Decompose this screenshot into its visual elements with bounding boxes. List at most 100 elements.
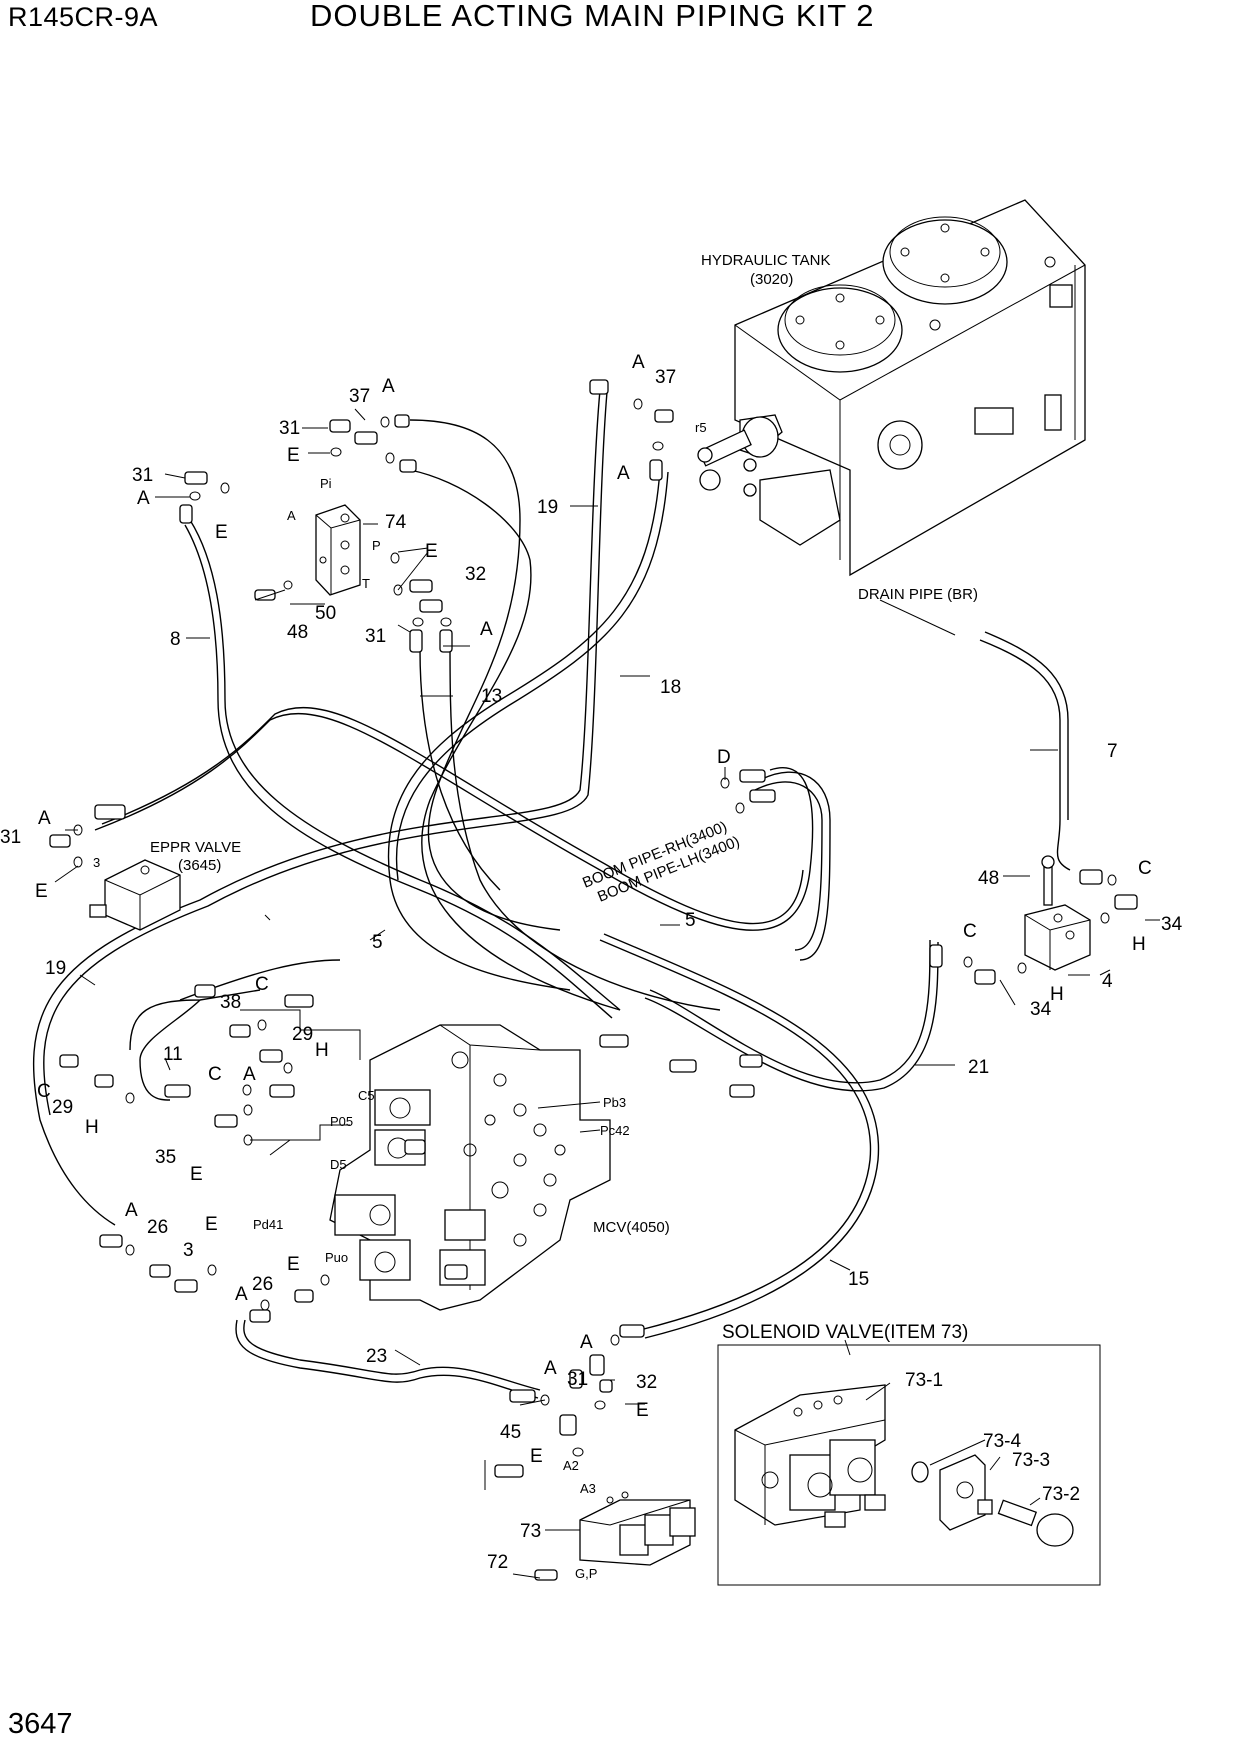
mcv-label: MCV(4050) xyxy=(593,1219,670,1236)
callout-e: E xyxy=(287,445,300,466)
callout-31: 31 xyxy=(279,418,300,439)
port-a: A xyxy=(287,508,296,523)
port-c5: C5 xyxy=(358,1088,375,1103)
callout-c: C xyxy=(963,921,977,942)
tank-label: HYDRAULIC TANK xyxy=(701,252,830,269)
callout-c: C xyxy=(37,1081,51,1102)
main-control-valve: MCV(4050) C5 P05 D5 Pb3 Pc42 Pd41 Puo xyxy=(253,1024,670,1311)
callout-h: H xyxy=(85,1117,99,1138)
callout-c: C xyxy=(208,1064,222,1085)
callout-21: 21 xyxy=(968,1057,989,1078)
callout-7: 7 xyxy=(1107,741,1118,762)
port-pd41: Pd41 xyxy=(253,1217,283,1232)
callout-73-3: 73-3 xyxy=(1012,1450,1050,1471)
callout-29: 29 xyxy=(292,1024,313,1045)
page-number: 3647 xyxy=(8,1708,73,1740)
fittings xyxy=(49,379,1138,1581)
tank-adapter: r5 xyxy=(695,420,757,497)
callout-a: A xyxy=(125,1200,138,1221)
callout-4: 4 xyxy=(1102,971,1113,992)
valve-block-4 xyxy=(1024,855,1091,971)
port-a3: A3 xyxy=(580,1481,596,1496)
callout-48: 48 xyxy=(978,868,999,889)
eppr-code: (3645) xyxy=(178,857,221,874)
model-number: R145CR-9A xyxy=(8,2,159,32)
callout-31: 31 xyxy=(0,827,21,848)
page-title: DOUBLE ACTING MAIN PIPING KIT 2 xyxy=(310,0,875,33)
callout-c: C xyxy=(1138,858,1152,879)
solenoid-valve-73: A2 A3 G,P xyxy=(563,1458,696,1581)
eppr-valve: EPPR VALVE (3645) 3 xyxy=(89,839,241,931)
callout-73-2: 73-2 xyxy=(1042,1484,1080,1505)
callout-a: A xyxy=(243,1064,256,1085)
callout-19: 19 xyxy=(537,497,558,518)
tank-code: (3020) xyxy=(750,271,793,288)
port-d5: D5 xyxy=(330,1157,347,1172)
callout-23: 23 xyxy=(366,1346,387,1367)
callout-26: 26 xyxy=(252,1274,273,1295)
callout-8: 8 xyxy=(170,629,181,650)
callout-45: 45 xyxy=(500,1422,521,1443)
callout-37: 37 xyxy=(349,386,370,407)
solenoid-inset: SOLENOID VALVE(ITEM 73) xyxy=(717,1322,1101,1586)
callout-50: 50 xyxy=(315,603,336,624)
callout-e: E xyxy=(35,881,48,902)
callout-e: E xyxy=(530,1446,543,1467)
callout-5: 5 xyxy=(372,932,383,953)
callout-73: 73 xyxy=(520,1521,541,1542)
drain-pipe-label: DRAIN PIPE (BR) xyxy=(858,586,978,603)
callout-a: A xyxy=(632,352,645,373)
hydraulic-tank: HYDRAULIC TANK (3020) xyxy=(701,199,1086,577)
port-gp: G,P xyxy=(575,1566,597,1581)
callout-34: 34 xyxy=(1161,914,1183,935)
port-pi: Pi xyxy=(320,476,332,491)
callout-31: 31 xyxy=(132,465,153,486)
callout-35: 35 xyxy=(155,1147,176,1168)
callout-72: 72 xyxy=(487,1552,508,1573)
callout-h: H xyxy=(1050,984,1064,1005)
callout-74: 74 xyxy=(385,512,407,533)
solenoid-inset-title: SOLENOID VALVE(ITEM 73) xyxy=(722,1322,968,1343)
callout-h: H xyxy=(315,1040,329,1061)
callout-18: 18 xyxy=(660,677,681,698)
o-rings xyxy=(73,398,1117,1457)
callout-a: A xyxy=(38,808,51,829)
callout-e: E xyxy=(205,1214,218,1235)
callout-38: 38 xyxy=(220,992,241,1013)
callout-h: H xyxy=(1132,934,1146,955)
callout-5: 5 xyxy=(685,910,696,931)
port-pc42: Pc42 xyxy=(600,1123,630,1138)
callout-32: 32 xyxy=(636,1372,657,1393)
callout-d: D xyxy=(717,747,731,768)
callout-a: A xyxy=(480,619,493,640)
hoses xyxy=(32,389,1071,1399)
leader-lines xyxy=(54,408,1160,1579)
callout-e: E xyxy=(215,522,228,543)
callout-29: 29 xyxy=(52,1097,73,1118)
pilot-block-74: Pi P T A xyxy=(287,476,381,596)
callouts: 37 A 31 E 31 A E 74 E 32 50 48 31 A 8 13… xyxy=(0,352,1183,1573)
callout-a: A xyxy=(544,1358,557,1379)
callout-19: 19 xyxy=(45,958,66,979)
port-p05: P05 xyxy=(330,1114,353,1129)
callout-c: C xyxy=(255,974,269,995)
callout-37: 37 xyxy=(655,367,676,388)
port-r5: r5 xyxy=(695,420,707,435)
callout-31: 31 xyxy=(365,626,386,647)
callout-e: E xyxy=(287,1254,300,1275)
port-puo: Puo xyxy=(325,1250,348,1265)
callout-a: A xyxy=(580,1332,593,1353)
port-a2: A2 xyxy=(563,1458,579,1473)
callout-48: 48 xyxy=(287,622,308,643)
port-t: T xyxy=(362,576,370,591)
callout-e: E xyxy=(636,1400,649,1421)
callout-31: 31 xyxy=(567,1369,588,1390)
callout-11: 11 xyxy=(163,1044,183,1065)
callout-3: 3 xyxy=(183,1240,194,1261)
callout-a: A xyxy=(235,1284,248,1305)
callout-a: A xyxy=(382,376,395,397)
callout-32: 32 xyxy=(465,564,486,585)
eppr-label: EPPR VALVE xyxy=(150,839,241,856)
callout-73-1: 73-1 xyxy=(905,1370,943,1391)
